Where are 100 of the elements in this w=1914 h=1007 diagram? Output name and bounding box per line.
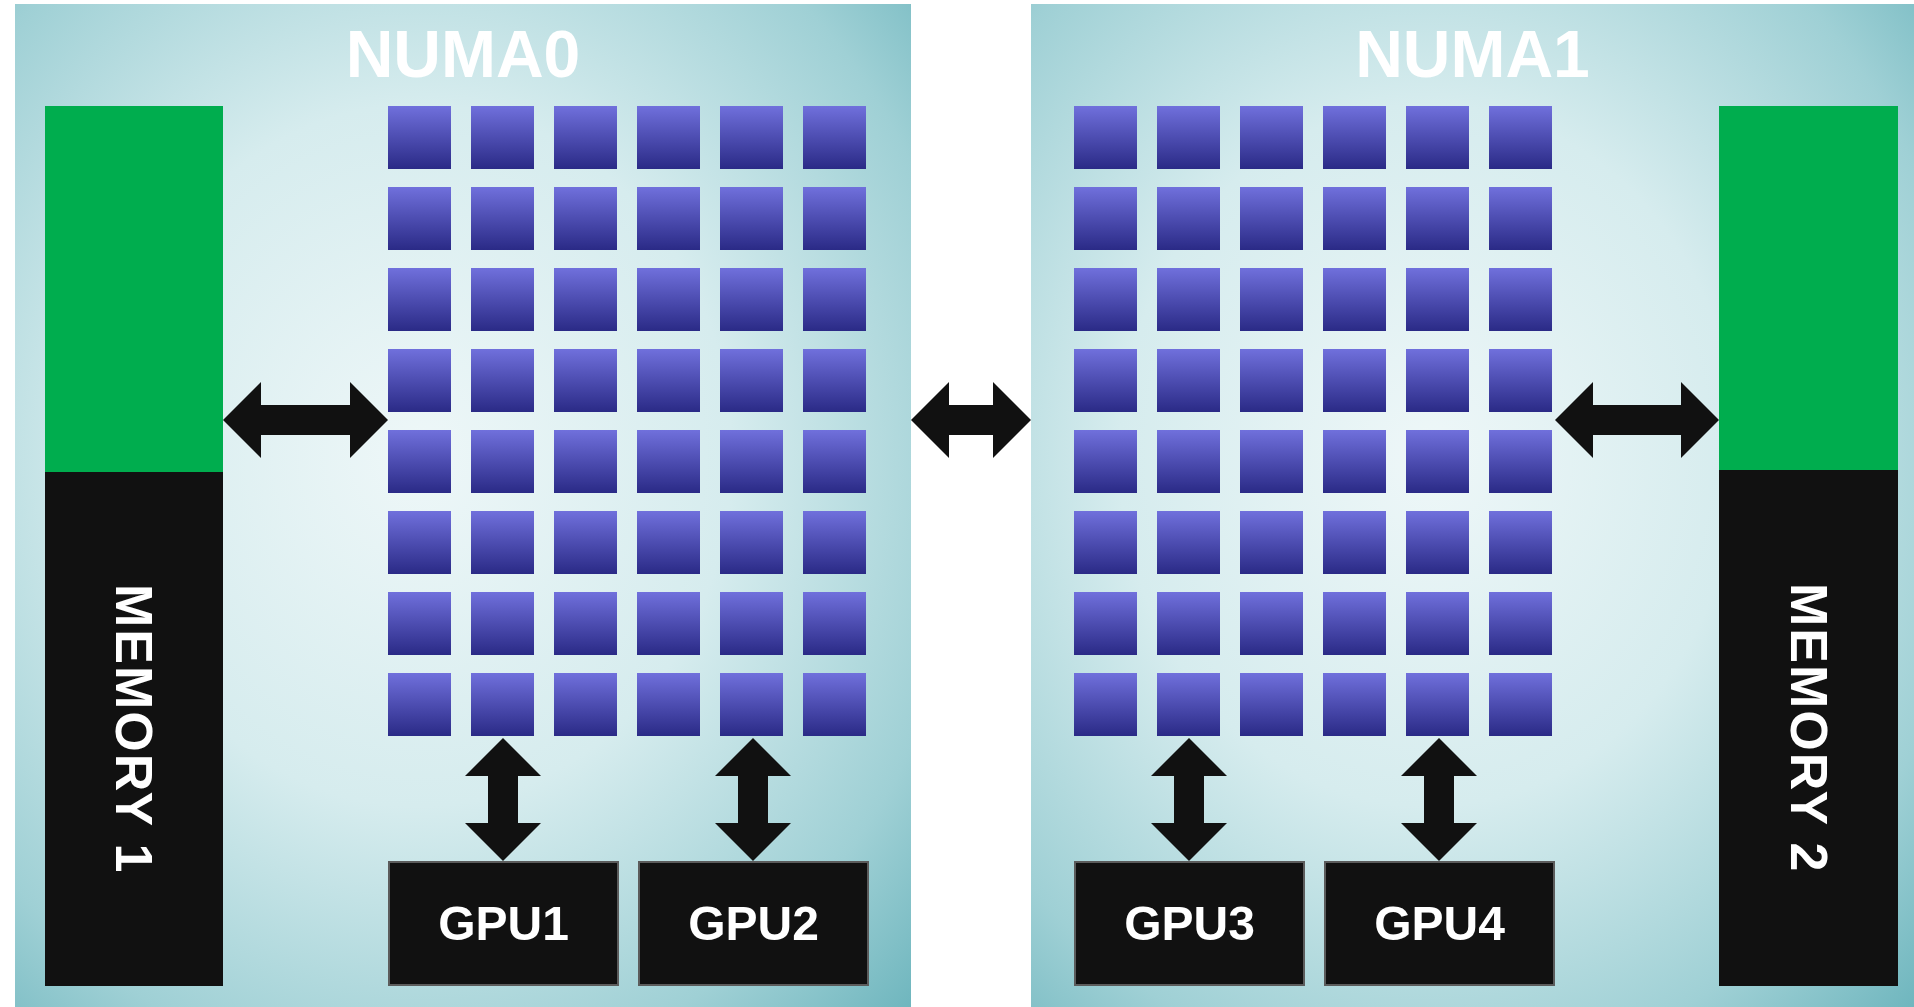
cpu-core-square	[803, 106, 866, 169]
numa-title: NUMA0	[344, 16, 582, 93]
cpu-core-square	[1323, 349, 1386, 412]
memory-label: MEMORY 1	[104, 583, 164, 875]
cpu-core-square	[388, 349, 451, 412]
cpu-core-square	[471, 430, 534, 493]
cpu-core-square	[1074, 430, 1137, 493]
cpu-core-square	[1323, 673, 1386, 736]
gpu-label: GPU3	[1124, 896, 1255, 951]
cpu-core-square	[471, 106, 534, 169]
cpu-core-square	[803, 511, 866, 574]
cpu-core-square	[637, 673, 700, 736]
cpu-core-square	[720, 511, 783, 574]
cpu-core-square	[388, 106, 451, 169]
double-arrow	[465, 738, 541, 861]
cpu-core-square	[471, 187, 534, 250]
cpu-core-square	[1240, 106, 1303, 169]
cpu-core-square	[720, 268, 783, 331]
cpu-core-square	[554, 349, 617, 412]
cpu-core-square	[1074, 673, 1137, 736]
cpu-core-square	[1323, 268, 1386, 331]
cpu-core-square	[1323, 511, 1386, 574]
cpu-core-square	[1489, 511, 1552, 574]
memory-module	[1719, 106, 1898, 986]
memory-label: MEMORY 2	[1778, 582, 1839, 874]
cpu-core-square	[554, 592, 617, 655]
cpu-core-square	[1323, 592, 1386, 655]
cpu-core-square	[637, 511, 700, 574]
gpu-label: GPU2	[688, 896, 819, 951]
cpu-core-square	[471, 673, 534, 736]
cpu-core-square	[1240, 268, 1303, 331]
numa-node-panel	[1031, 4, 1914, 1007]
cpu-core-square	[388, 592, 451, 655]
cpu-core-square	[1074, 511, 1137, 574]
double-arrow	[911, 382, 1031, 458]
gpu-label: GPU4	[1374, 896, 1505, 951]
cpu-core-square	[803, 673, 866, 736]
cpu-core-square	[720, 592, 783, 655]
cpu-core-square	[1157, 430, 1220, 493]
cpu-core-square	[1074, 187, 1137, 250]
cpu-core-square	[803, 268, 866, 331]
cpu-core-square	[1406, 349, 1469, 412]
cpu-core-square	[1074, 592, 1137, 655]
cpu-core-square	[637, 106, 700, 169]
cpu-core-square	[1489, 106, 1552, 169]
cpu-core-square	[720, 106, 783, 169]
cpu-core-square	[1406, 187, 1469, 250]
cpu-core-square	[554, 268, 617, 331]
cpu-core-square	[803, 592, 866, 655]
cpu-core-square	[471, 592, 534, 655]
cpu-core-square	[554, 106, 617, 169]
cpu-core-square	[1406, 511, 1469, 574]
cpu-core-square	[1489, 268, 1552, 331]
cpu-core-square	[1489, 592, 1552, 655]
cpu-core-square	[1323, 187, 1386, 250]
cpu-core-square	[637, 187, 700, 250]
gpu-box	[1074, 861, 1305, 986]
cpu-core-square	[803, 187, 866, 250]
cpu-core-square	[1157, 673, 1220, 736]
cpu-core-square	[388, 187, 451, 250]
cpu-core-square	[1240, 511, 1303, 574]
cpu-core-square	[554, 430, 617, 493]
cpu-core-square	[1157, 349, 1220, 412]
gpu-label: GPU1	[438, 896, 569, 951]
cpu-core-square	[637, 430, 700, 493]
cpu-core-square	[803, 430, 866, 493]
cpu-core-square	[637, 268, 700, 331]
cpu-core-square	[720, 673, 783, 736]
cpu-core-square	[720, 187, 783, 250]
cpu-core-square	[388, 511, 451, 574]
cpu-core-square	[554, 187, 617, 250]
cpu-core-square	[720, 349, 783, 412]
cpu-core-square	[1489, 430, 1552, 493]
numa-node-panel	[15, 4, 911, 1007]
gpu-box	[388, 861, 619, 986]
cpu-core-square	[388, 430, 451, 493]
cpu-core-square	[1406, 592, 1469, 655]
cpu-core-square	[1240, 592, 1303, 655]
double-arrow	[715, 738, 791, 861]
double-arrow	[1555, 382, 1719, 458]
cpu-core-square	[1074, 349, 1137, 412]
cpu-core-square	[1406, 430, 1469, 493]
cpu-core-square	[1157, 268, 1220, 331]
numa-title: NUMA1	[1354, 16, 1591, 93]
cpu-core-square	[637, 592, 700, 655]
gpu-box	[1324, 861, 1555, 986]
cpu-core-square	[1323, 106, 1386, 169]
cpu-core-square	[388, 673, 451, 736]
cpu-core-square	[1157, 592, 1220, 655]
double-arrow	[223, 382, 388, 458]
cpu-core-square	[1240, 187, 1303, 250]
cpu-core-square	[1489, 187, 1552, 250]
cpu-core-square	[554, 673, 617, 736]
cpu-core-square	[1489, 349, 1552, 412]
double-arrow	[1401, 738, 1477, 861]
cpu-core-square	[1157, 511, 1220, 574]
cpu-core-square	[471, 511, 534, 574]
gpu-box	[638, 861, 869, 986]
cpu-core-square	[1074, 268, 1137, 331]
cpu-core-square	[1240, 430, 1303, 493]
